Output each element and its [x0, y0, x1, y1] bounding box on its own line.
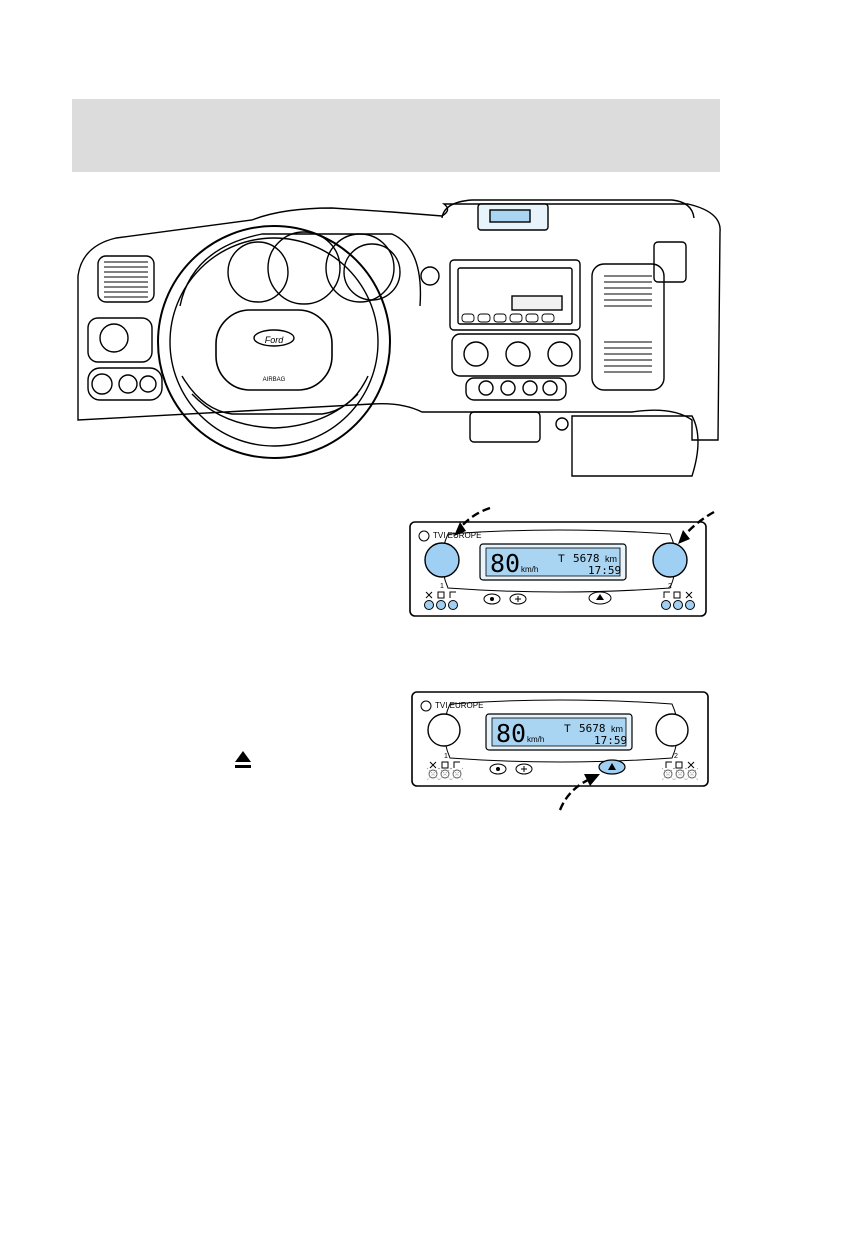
driver-2-label: 2 [674, 753, 678, 760]
eject-icon [596, 594, 604, 600]
status-led [661, 600, 671, 610]
speed-readout: 80 [496, 719, 526, 748]
status-led [424, 600, 434, 610]
hammer-icon [425, 591, 433, 599]
brand-logo-icon [418, 530, 430, 542]
time-readout: 17:59 [588, 564, 621, 577]
speed-unit: km/h [527, 735, 544, 744]
driver-1-button[interactable] [427, 713, 461, 747]
status-led-flashing [452, 769, 462, 779]
status-led-flashing [687, 769, 697, 779]
mode-indicator: T [564, 723, 571, 735]
bar-icon [673, 591, 681, 599]
bar-icon [437, 591, 445, 599]
tachograph-panel-1: TVI EUROPE 80 km/h T 5678 km 17:59 1 2 [409, 506, 715, 617]
odometer-readout: 5678 [573, 552, 600, 565]
status-led [685, 600, 695, 610]
status-led-flashing [663, 769, 673, 779]
tachograph-panel-2: TVI EUROPE 80 km/h T 5678 km 17:59 1 2 [411, 691, 709, 811]
bed-icon [453, 761, 460, 768]
arrow-icon [558, 778, 589, 811]
bed-icon [665, 761, 672, 768]
odometer-unit: km [605, 554, 617, 564]
hammer-icon [687, 761, 695, 769]
bed-icon [449, 591, 456, 598]
bar-icon [441, 761, 449, 769]
brand-label: TVI EUROPE [435, 701, 483, 710]
steering-badge: Ford [265, 335, 285, 345]
status-led-flashing [440, 769, 450, 779]
arrow-icon [678, 530, 690, 544]
mode-indicator: T [558, 553, 565, 565]
speed-readout: 80 [490, 549, 520, 578]
driver-2-button[interactable] [652, 542, 688, 578]
status-led-flashing [428, 769, 438, 779]
status-led [673, 600, 683, 610]
arrow-icon [459, 506, 715, 537]
arrow-icon [454, 522, 466, 536]
odometer-unit: km [611, 724, 623, 734]
driver-1-label: 1 [444, 753, 448, 760]
speed-unit: km/h [521, 565, 538, 574]
time-readout: 17:59 [594, 734, 627, 747]
eject-icon [235, 751, 251, 768]
eject-icon [608, 763, 616, 770]
brand-label: TVI EUROPE [433, 531, 481, 540]
bar-icon [675, 761, 683, 769]
lcd-display [485, 547, 621, 577]
odometer-readout: 5678 [579, 722, 606, 735]
arrow-icon [584, 774, 600, 786]
lcd-display [491, 717, 627, 747]
airbag-label: AIRBAG [263, 377, 286, 383]
hammer-icon [685, 591, 693, 599]
bed-icon [663, 591, 670, 598]
brand-logo-icon [420, 700, 432, 712]
header-bar [72, 99, 720, 172]
status-led-flashing [675, 769, 685, 779]
status-led [436, 600, 446, 610]
driver-2-label: 2 [668, 583, 672, 590]
status-led [448, 600, 458, 610]
hammer-icon [429, 761, 437, 769]
driver-2-button[interactable] [655, 713, 689, 747]
dashboard-illustration: Ford AIRBAG [77, 199, 721, 477]
driver-1-label: 1 [440, 583, 444, 590]
driver-1-button[interactable] [424, 542, 460, 578]
